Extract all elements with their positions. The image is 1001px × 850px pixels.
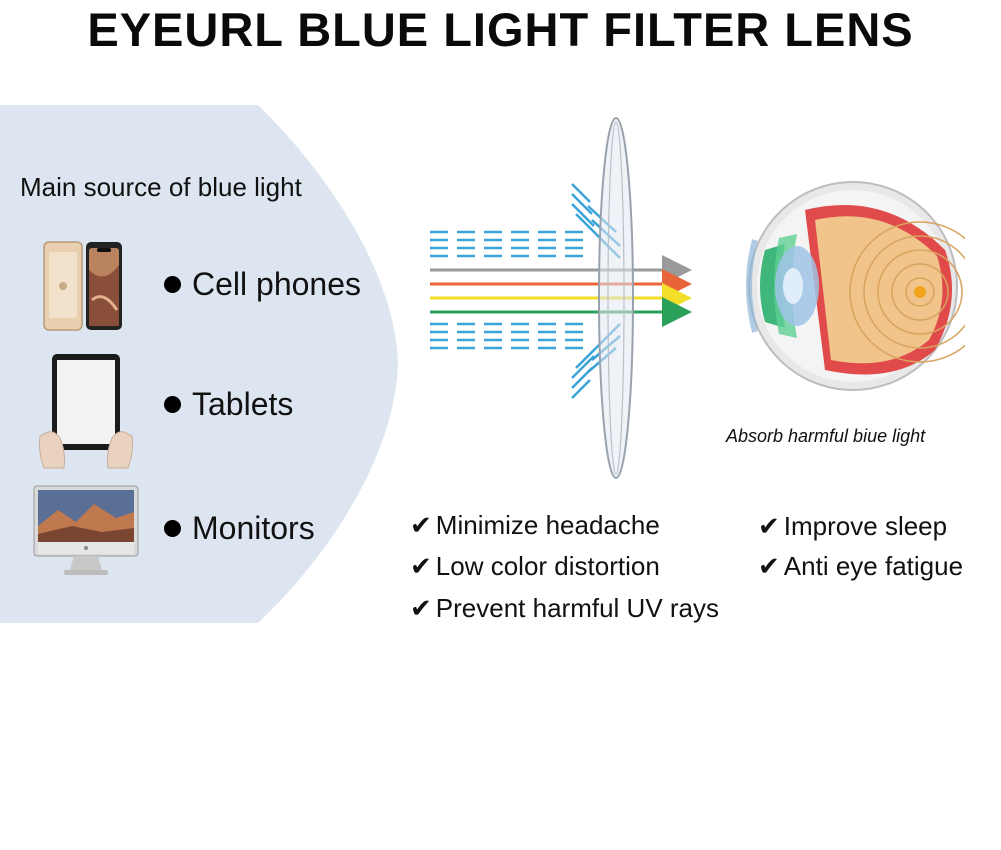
feature-prevent-uv: ✔ Prevent harmful UV rays [410, 593, 719, 624]
check-icon: ✔ [410, 593, 432, 623]
check-icon: ✔ [410, 551, 432, 581]
feature-label: Low color distortion [435, 551, 660, 581]
filter-lens [598, 117, 634, 479]
feature-label: Prevent harmful UV rays [435, 593, 720, 623]
feature-anti-eye-fatigue: ✔ Anti eye fatigue [758, 551, 963, 582]
eye-anatomy-illustration [746, 181, 965, 391]
bullet-dot [164, 520, 181, 537]
feature-improve-sleep: ✔ Improve sleep [758, 511, 947, 542]
feature-minimize-headache: ✔ Minimize headache [410, 510, 660, 541]
smartphone-icon [43, 241, 122, 331]
source-heading: Main source of blue light [20, 172, 302, 202]
blue-light-rays-bottom [430, 322, 588, 350]
feature-low-color-distortion: ✔ Low color distortion [410, 551, 660, 582]
visible-light-rays [430, 255, 692, 327]
feature-label: Improve sleep [783, 511, 948, 541]
lens-diagram [430, 117, 692, 479]
check-icon: ✔ [758, 511, 780, 541]
bullet-cell-phones: Cell phones [164, 266, 361, 303]
check-icon: ✔ [758, 551, 780, 581]
monitor-icon [33, 485, 139, 575]
bullet-dot [164, 396, 181, 413]
page-title: EYEURL BLUE LIGHT FILTER LENS [87, 3, 914, 56]
bullet-dot [164, 276, 181, 293]
absorb-caption: Absorb harmful biue light [726, 426, 926, 446]
bullet-label: Monitors [192, 510, 315, 546]
bullet-label: Tablets [192, 386, 294, 422]
feature-label: Anti eye fatigue [783, 551, 964, 581]
feature-label: Minimize headache [435, 510, 660, 540]
blue-light-rays-top [430, 230, 588, 258]
tablet-icon [39, 354, 133, 469]
bullet-tablets: Tablets [164, 386, 293, 423]
bullet-monitors: Monitors [164, 510, 315, 547]
check-icon: ✔ [410, 510, 432, 540]
bullet-label: Cell phones [192, 266, 361, 302]
